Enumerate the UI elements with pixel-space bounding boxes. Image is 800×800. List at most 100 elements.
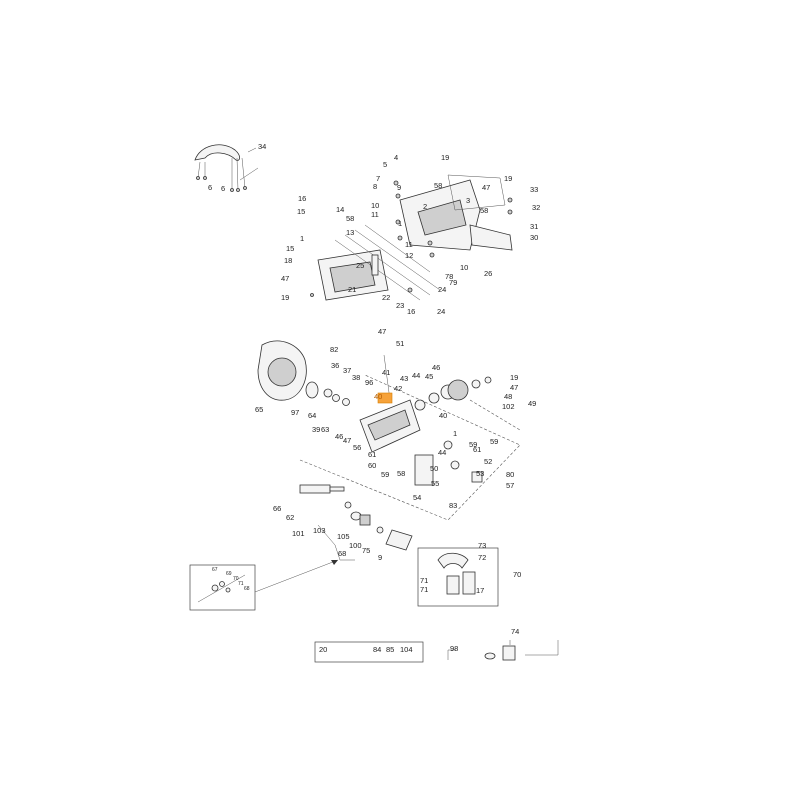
- callout-58: 58: [480, 206, 488, 215]
- callout-10: 10: [371, 201, 379, 210]
- callout-24: 24: [438, 285, 446, 294]
- callout-39: 39: [312, 425, 320, 434]
- detail-box-72: [417, 547, 499, 607]
- callout-58: 58: [434, 181, 442, 190]
- callout-73: 73: [478, 541, 486, 550]
- callout-19: 19: [281, 293, 289, 302]
- callout-51: 51: [396, 339, 404, 348]
- callout-31: 31: [530, 222, 538, 231]
- callout-79: 79: [449, 278, 457, 287]
- callout-9: 9: [397, 183, 401, 192]
- callout-17: 17: [476, 586, 484, 595]
- bottom-partial-section: [314, 640, 559, 663]
- callout-19: 19: [441, 153, 449, 162]
- callout-72: 72: [478, 553, 486, 562]
- harness-strap-drawing: [194, 144, 259, 192]
- callout-43: 43: [400, 374, 408, 383]
- callout-74: 74: [511, 627, 519, 636]
- inset-callout-67: 67: [212, 567, 218, 573]
- callout-103: 103: [313, 526, 326, 535]
- callout-1: 1: [453, 429, 457, 438]
- callout-100: 100: [349, 541, 362, 550]
- top-assembly-drawing: [310, 174, 513, 301]
- callout-9: 9: [378, 553, 382, 562]
- callout-24: 24: [437, 307, 445, 316]
- callout-52: 52: [484, 457, 492, 466]
- inset-box: [189, 559, 339, 611]
- callout-60: 60: [368, 461, 376, 470]
- callout-105: 105: [337, 532, 350, 541]
- callout-84: 84: [373, 645, 381, 654]
- callout-37: 37: [343, 366, 351, 375]
- callout-40: 40: [374, 392, 382, 401]
- callout-56: 56: [353, 443, 361, 452]
- callout-47: 47: [378, 327, 386, 336]
- callout-20: 20: [319, 645, 327, 654]
- inset-callout-70: 70: [233, 576, 239, 582]
- callout-58: 58: [397, 469, 405, 478]
- callout-61: 61: [473, 445, 481, 454]
- callout-46: 46: [432, 363, 440, 372]
- callout-4: 4: [394, 153, 398, 162]
- callout-102: 102: [502, 402, 515, 411]
- callout-18: 18: [284, 256, 292, 265]
- callout-42: 42: [394, 384, 402, 393]
- callout-11: 11: [405, 240, 413, 249]
- callout-30: 30: [530, 233, 538, 242]
- callout-64: 64: [308, 411, 316, 420]
- callout-98: 98: [450, 644, 458, 653]
- callout-1: 1: [398, 219, 402, 228]
- callout-70: 70: [513, 570, 521, 579]
- callout-15: 15: [286, 244, 294, 253]
- callout-59: 59: [469, 440, 477, 449]
- callout-54: 54: [413, 493, 421, 502]
- callout-26: 26: [484, 269, 492, 278]
- highlighted-part-40[interactable]: [377, 392, 393, 404]
- callout-15: 15: [297, 207, 305, 216]
- callout-80: 80: [506, 470, 514, 479]
- callout-1: 1: [300, 234, 304, 243]
- callout-62: 62: [286, 513, 294, 522]
- callout-47: 47: [281, 274, 289, 283]
- callout-34: 34: [258, 142, 266, 151]
- callout-16: 16: [407, 307, 415, 316]
- callout-57: 57: [506, 481, 514, 490]
- callout-47: 47: [482, 183, 490, 192]
- callout-71: 71: [420, 576, 428, 585]
- callout-3: 3: [466, 196, 470, 205]
- callout-14: 14: [336, 205, 344, 214]
- callout-55: 55: [431, 479, 439, 488]
- callout-59: 59: [490, 437, 498, 446]
- callout-50: 50: [430, 464, 438, 473]
- callout-71: 71: [420, 585, 428, 594]
- callout-75: 75: [362, 546, 370, 555]
- highlight-marker[interactable]: [377, 392, 393, 404]
- callout-44: 44: [412, 371, 420, 380]
- callout-40: 40: [439, 411, 447, 420]
- callout-36: 36: [331, 361, 339, 370]
- callout-22: 22: [382, 293, 390, 302]
- callout-46: 46: [335, 432, 343, 441]
- callout-61: 61: [368, 450, 376, 459]
- callout-49: 49: [528, 399, 536, 408]
- callout-19: 19: [510, 373, 518, 382]
- callout-45: 45: [425, 372, 433, 381]
- callout-5: 5: [383, 160, 387, 169]
- callout-83: 83: [449, 501, 457, 510]
- callout-58: 58: [346, 214, 354, 223]
- callout-68: 68: [338, 549, 346, 558]
- callout-59: 59: [381, 470, 389, 479]
- callout-16: 16: [298, 194, 306, 203]
- callout-47: 47: [343, 436, 351, 445]
- callout-10: 10: [460, 263, 468, 272]
- shaft-assembly-drawing: [299, 484, 413, 561]
- callout-8: 8: [373, 182, 377, 191]
- callout-25: 25: [356, 261, 364, 270]
- callout-78: 78: [445, 272, 453, 281]
- callout-48: 48: [504, 392, 512, 401]
- callout-21: 21: [348, 285, 356, 294]
- callout-41: 41: [382, 368, 390, 377]
